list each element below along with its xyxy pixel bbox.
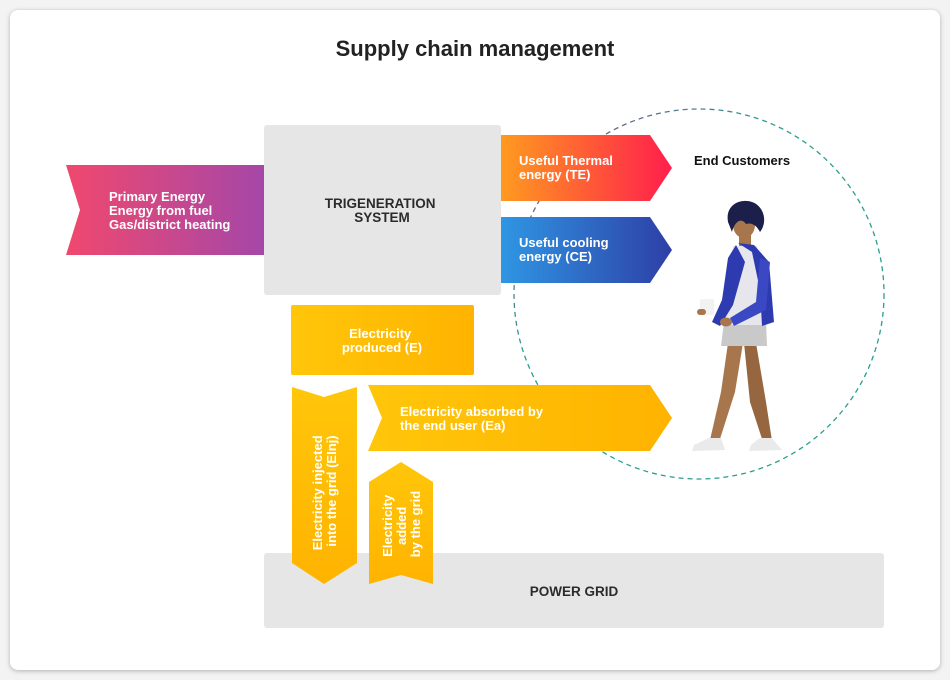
customer-person-illustration	[692, 200, 782, 451]
end-customers-circle	[513, 108, 885, 480]
trigeneration-system-box: TRIGENERATION SYSTEM	[264, 125, 501, 295]
power-grid-label: POWER GRID	[530, 584, 619, 599]
electricity-produced-label: Electricity produced (E)	[342, 326, 422, 355]
electricity-added-label: Electricity added by the grid	[380, 491, 423, 558]
electricity-absorbed-arrow: Electricity absorbed by the end user (Ea…	[368, 385, 672, 451]
diagram-title: Supply chain management	[336, 36, 615, 61]
cooling-energy-label: Useful cooling energy (CE)	[519, 235, 612, 264]
primary-energy-arrow: Primary Energy Energy from fuel Gas/dist…	[66, 165, 264, 255]
cooling-energy-arrow: Useful cooling energy (CE)	[501, 217, 672, 283]
electricity-injected-label: Electricity injected into the grid (EInj…	[310, 432, 339, 551]
primary-energy-label: Primary Energy Energy from fuel Gas/dist…	[109, 189, 230, 232]
electricity-added-arrow: Electricity added by the grid	[369, 462, 433, 584]
thermal-energy-arrow: Useful Thermal energy (TE)	[501, 135, 672, 201]
trigeneration-system-label: TRIGENERATION SYSTEM	[325, 196, 440, 225]
electricity-produced-box: Electricity produced (E)	[291, 305, 474, 375]
electricity-absorbed-label: Electricity absorbed by the end user (Ea…	[400, 404, 547, 433]
power-grid-box: POWER GRID	[264, 553, 884, 628]
end-customers-label: End Customers	[694, 153, 790, 168]
thermal-energy-label: Useful Thermal energy (TE)	[519, 153, 617, 182]
electricity-injected-arrow: Electricity injected into the grid (EInj…	[292, 387, 357, 584]
